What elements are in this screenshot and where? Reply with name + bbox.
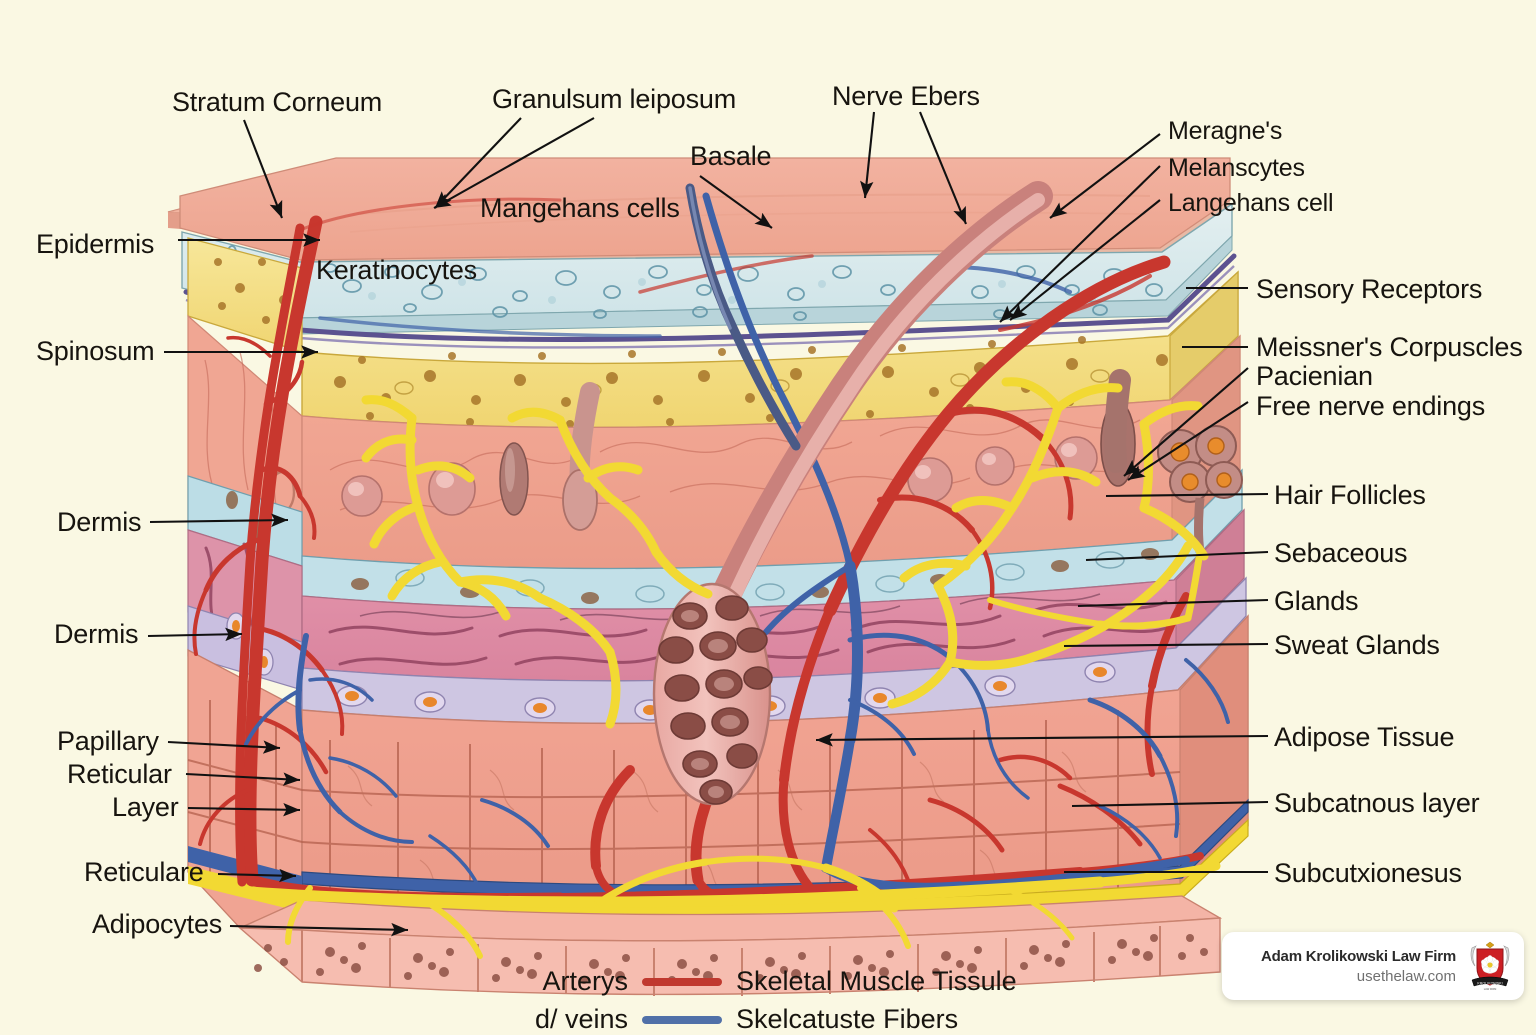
leader-meragnes bbox=[1049, 133, 1161, 219]
leader-free-nerve-endings bbox=[1127, 401, 1249, 481]
label-spinosum: Spinosum bbox=[36, 336, 155, 366]
leader-layer bbox=[187, 802, 301, 817]
legend-label-skeletal-muscle-tissule: Skeletal Muscle Tissule bbox=[736, 966, 1017, 996]
legend-row-veins: d/ veins Skelcatuste Fibers bbox=[516, 1004, 958, 1035]
label-reticular: Reticular bbox=[67, 759, 172, 789]
svg-text:KROLIKOWSKI: KROLIKOWSKI bbox=[1477, 981, 1502, 985]
leader-subcatnous-layer bbox=[1071, 800, 1269, 808]
label-pacienian: Pacienian bbox=[1256, 361, 1373, 391]
label-free-nerve-endings: Free nerve endings bbox=[1256, 391, 1486, 421]
leader-dermis-2 bbox=[147, 627, 243, 642]
nerve-fiber-network bbox=[244, 377, 1221, 959]
label-epidermis: Epidermis bbox=[36, 229, 155, 259]
label-keratinocytes: Keratinocytes bbox=[316, 255, 477, 285]
leader-stratum-corneum bbox=[243, 119, 283, 219]
watermark-firm-name: Adam Krolikowski Law Firm bbox=[1260, 947, 1456, 965]
label-mangehans-cells: Mangehans cells bbox=[480, 193, 680, 223]
legend-label-skelcatuste-fibers: Skelcatuste Fibers bbox=[736, 1004, 959, 1034]
leader-lines bbox=[147, 111, 1269, 937]
leader-granulsum-leiposum bbox=[434, 117, 522, 209]
label-adipose-tissue: Adipose Tissue bbox=[1274, 722, 1455, 752]
legend-label-arterys: Arterys bbox=[542, 966, 628, 996]
crest-icon: KROLIKOWSKI LAW FIRM bbox=[1470, 941, 1510, 991]
label-reticulare: Reticulare bbox=[84, 857, 204, 887]
label-subcatnous-layer: Subcatnous layer bbox=[1274, 788, 1480, 818]
leader-granulsum-leiposum-2 bbox=[433, 117, 595, 209]
leader-melanscytes bbox=[999, 165, 1161, 323]
label-glands: Glands bbox=[1274, 586, 1359, 616]
leader-reticular bbox=[185, 772, 301, 786]
leader-nerve-ebers-1 bbox=[860, 111, 876, 199]
leader-sweat-glands bbox=[1063, 642, 1269, 648]
leader-pacienian bbox=[1123, 367, 1249, 477]
label-hair-follicles: Hair Follicles bbox=[1274, 480, 1426, 510]
label-dermis-upper: Dermis bbox=[57, 507, 142, 537]
label-adipocytes: Adipocytes bbox=[92, 909, 223, 939]
leader-hair-follicles bbox=[1105, 492, 1269, 498]
watermark-text: Adam Krolikowski Law Firm usethelaw.com bbox=[1236, 948, 1456, 985]
label-papillary: Papillary bbox=[57, 726, 159, 756]
label-meragnes: Meragne's bbox=[1168, 117, 1283, 145]
label-nerve-ebers: Nerve Ebers bbox=[832, 81, 980, 111]
leader-langehans-cell bbox=[1009, 199, 1161, 321]
leader-adipocytes bbox=[229, 922, 409, 937]
meissner-corpuscle bbox=[341, 436, 1098, 517]
hair-follicle-bulb bbox=[652, 582, 773, 806]
label-sensory-receptors: Sensory Receptors bbox=[1256, 274, 1483, 304]
leader-reticulare bbox=[217, 868, 297, 883]
label-subcutxionesus: Subcutxionesus bbox=[1274, 858, 1462, 888]
legend-swatch-vein bbox=[642, 1015, 722, 1024]
label-layer: Layer bbox=[112, 792, 179, 822]
svg-text:LAW FIRM: LAW FIRM bbox=[1484, 987, 1497, 991]
leader-basale bbox=[699, 175, 773, 229]
label-meissners-corpuscles: Meissner's Corpuscles bbox=[1256, 332, 1523, 362]
label-granulsum-leiposum: Granulsum leiposum bbox=[492, 84, 737, 114]
skin-block bbox=[167, 157, 1249, 996]
leader-glands bbox=[1077, 598, 1269, 608]
leader-nerve-ebers-2 bbox=[919, 111, 967, 225]
legend-row-arterys: Arterys Skeletal Muscle Tissule bbox=[516, 966, 1017, 997]
label-sweat-glands: Sweat Glands bbox=[1274, 630, 1440, 660]
watermark-card[interactable]: Adam Krolikowski Law Firm usethelaw.com … bbox=[1222, 932, 1524, 1000]
leader-sebaceous bbox=[1085, 550, 1269, 562]
label-basale: Basale bbox=[690, 141, 772, 171]
leader-papillary bbox=[167, 740, 281, 754]
leader-adipose-tissue bbox=[815, 733, 1269, 747]
leader-dermis-1 bbox=[149, 513, 289, 527]
legend-swatch-artery bbox=[642, 977, 722, 986]
label-melanscytes: Melanscytes bbox=[1168, 154, 1305, 182]
legend-label-veins: d/ veins bbox=[534, 1004, 628, 1034]
hair-follicle-central bbox=[562, 181, 1131, 806]
adipocyte-row bbox=[238, 895, 1223, 996]
label-sebaceous: Sebaceous bbox=[1274, 538, 1408, 568]
label-dermis-lower: Dermis bbox=[54, 619, 139, 649]
stratum-granulosum-yellow-band bbox=[187, 237, 1239, 429]
watermark-url[interactable]: usethelaw.com bbox=[1356, 967, 1456, 985]
label-stratum-corneum: Stratum Corneum bbox=[172, 87, 383, 117]
label-langehans-cell: Langehans cell bbox=[1168, 189, 1334, 217]
